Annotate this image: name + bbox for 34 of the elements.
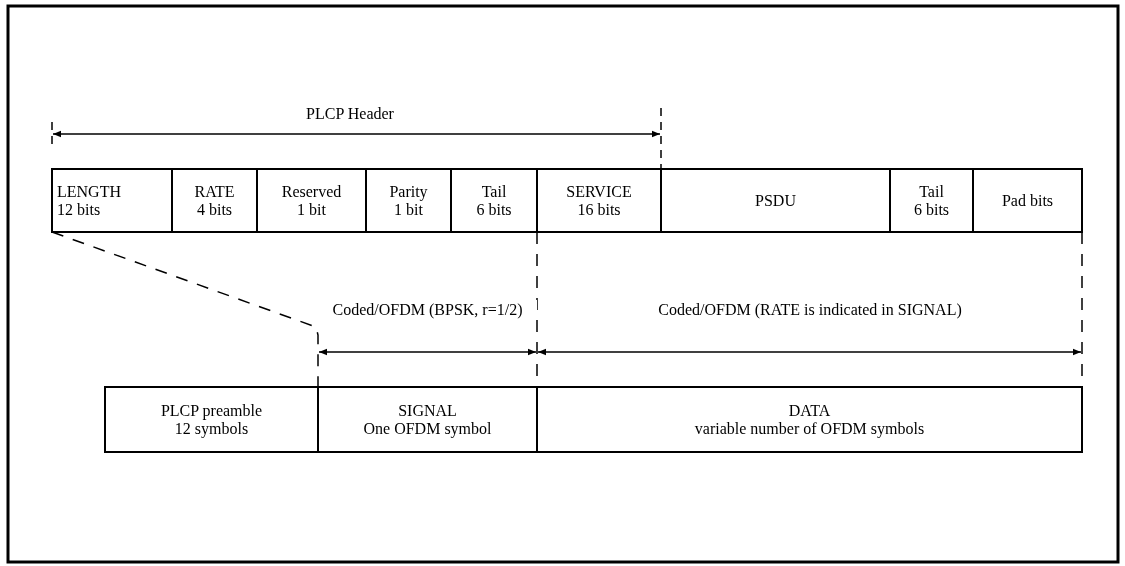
field-detail: One OFDM symbol (363, 419, 492, 438)
field-cell (104, 386, 319, 453)
field-name: SIGNAL (398, 401, 457, 420)
field-detail: 12 symbols (174, 419, 249, 438)
field-cell (171, 168, 258, 233)
field-name: Pad bits (1001, 191, 1054, 210)
field-cell (365, 168, 452, 233)
field-detail: 1 bit (394, 200, 423, 219)
field-detail: 6 bits (476, 200, 512, 219)
field-name: LENGTH (57, 182, 121, 201)
field-cell (536, 386, 1083, 453)
field-name: Tail (481, 182, 507, 201)
field-detail: 1 bit (297, 200, 326, 219)
field-name: DATA (788, 401, 831, 420)
field-cell (536, 168, 662, 233)
field-cell (889, 168, 974, 233)
field-name: Parity (389, 182, 428, 201)
field-name: PSDU (755, 191, 796, 210)
field-cell (256, 168, 367, 233)
field-name: RATE (194, 182, 235, 201)
field-cell (317, 386, 538, 453)
field-name: Reserved (281, 182, 342, 201)
field-detail: 4 bits (196, 200, 233, 219)
field-cell (660, 168, 891, 233)
field-cell (450, 168, 538, 233)
field-detail: 6 bits (913, 200, 950, 219)
field-name: Tail (919, 182, 944, 201)
field-name: SERVICE (566, 182, 632, 201)
field-detail: 12 bits (57, 200, 101, 219)
field-detail: variable number of OFDM symbols (694, 419, 925, 438)
field-detail: 16 bits (577, 200, 621, 219)
field-cell (51, 168, 173, 233)
field-cell (972, 168, 1083, 233)
field-name: PLCP preamble (160, 401, 263, 420)
